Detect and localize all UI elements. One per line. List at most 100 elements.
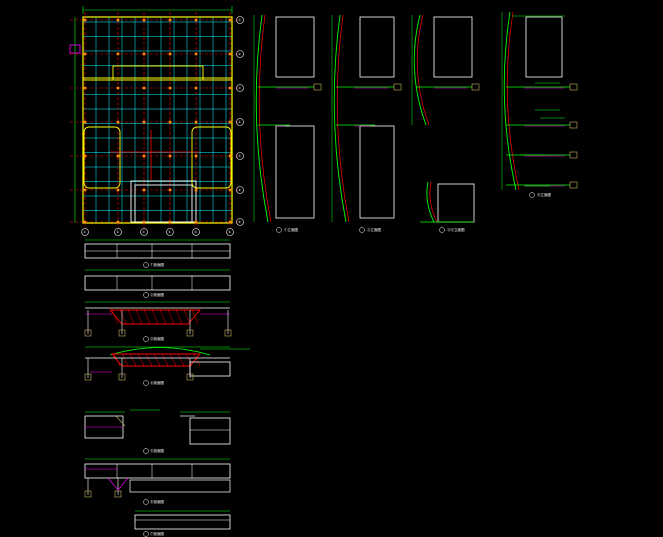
elevation-panel — [359, 16, 395, 78]
column-marker — [194, 220, 198, 224]
column-marker — [116, 154, 120, 158]
column-marker — [168, 154, 172, 158]
elevation-curved-wall — [333, 14, 347, 223]
grid-bubble-label: ⑥ — [238, 188, 241, 192]
truss-web — [159, 309, 167, 325]
section-3: ④剖面图 — [84, 346, 250, 386]
footing — [186, 329, 194, 337]
truss-web — [145, 353, 153, 367]
truss-web — [143, 309, 151, 325]
section-frame — [84, 275, 231, 291]
elevation-caption: ③④立面图 — [447, 227, 465, 232]
grid-bubble-circle — [236, 186, 244, 194]
column-marker — [194, 188, 198, 192]
column-marker — [116, 188, 120, 192]
elevation-curved-wall — [426, 181, 435, 223]
footing — [224, 329, 232, 337]
footing — [84, 373, 92, 381]
column-marker — [83, 52, 87, 56]
footing — [186, 373, 194, 381]
brace — [115, 415, 126, 427]
column-marker — [228, 86, 232, 90]
column-marker — [194, 86, 198, 90]
grid-bubble-circle — [236, 152, 244, 160]
elevation-panel — [275, 16, 315, 78]
column-marker — [142, 154, 146, 158]
caption-bubble — [276, 227, 282, 233]
brace — [107, 477, 129, 491]
grid-bubble-label: ① — [83, 230, 86, 234]
elevation-panel — [433, 16, 473, 78]
grid-bubble-label: ② — [238, 52, 241, 56]
column-marker — [142, 86, 146, 90]
elevation-curved-wall-inner — [258, 14, 272, 223]
grid-bubble-label: ④ — [168, 230, 171, 234]
caption-bubble — [439, 227, 445, 233]
elevation-curved-wall — [255, 14, 269, 223]
section-caption: ⑦剖面图 — [150, 531, 164, 536]
column-marker — [116, 220, 120, 224]
truss-web — [111, 309, 119, 325]
truss-web — [167, 309, 175, 325]
caption-bubble — [143, 292, 149, 298]
column-marker — [83, 188, 87, 192]
truss-web — [113, 353, 121, 367]
plan-cyan-grid — [83, 17, 232, 223]
column-marker — [168, 52, 172, 56]
column-marker — [142, 120, 146, 124]
column-marker — [168, 86, 172, 90]
truss-web — [127, 309, 135, 325]
caption-bubble — [143, 262, 149, 268]
grid-bubble-label: ⑥ — [228, 230, 231, 234]
caption-bubble — [143, 448, 149, 454]
elevation-caption: ②立面图 — [367, 227, 381, 232]
grid-bubble-label: ⑤ — [194, 230, 197, 234]
column-marker — [228, 154, 232, 158]
roof-arc — [109, 347, 211, 356]
column-marker — [168, 188, 172, 192]
elevation-support-block — [393, 83, 402, 91]
grid-bubble-circle — [236, 16, 244, 24]
plan-center-crosshair — [110, 130, 200, 180]
grid-bubble-label: ④ — [238, 120, 241, 124]
section-5: ⑥剖面图 — [84, 458, 231, 505]
elevation-support-block — [569, 83, 578, 91]
grid-bubble-circle — [226, 228, 234, 236]
plan-outer-boundary — [82, 16, 233, 224]
section-6: ⑦剖面图 — [134, 510, 231, 537]
footing — [114, 490, 122, 498]
column-marker — [142, 220, 146, 224]
caption-bubble — [143, 336, 149, 342]
column-marker — [83, 18, 87, 22]
truss-web — [151, 309, 159, 325]
elevation-curved-wall — [413, 14, 427, 126]
column-marker — [228, 18, 232, 22]
column-marker — [228, 220, 232, 224]
elevation-0: ①立面图 — [253, 14, 322, 233]
section-caption: ⑤剖面图 — [150, 448, 164, 453]
grid-bubble-circle — [236, 84, 244, 92]
truss-web — [193, 353, 201, 367]
column-marker — [116, 86, 120, 90]
grid-bubble-label: ② — [116, 230, 119, 234]
footing — [118, 329, 126, 337]
elevation-panel — [359, 125, 395, 219]
truss-web — [119, 309, 127, 325]
grid-bubble-circle — [236, 118, 244, 126]
plan-columns — [83, 18, 232, 224]
box — [129, 479, 231, 493]
elevation-curved-wall-inner — [506, 11, 520, 191]
grid-bubble-label: ③ — [238, 86, 241, 90]
truss-web — [175, 309, 183, 325]
grid-bubble-circle — [236, 218, 244, 226]
footing — [84, 490, 92, 498]
column-marker — [142, 188, 146, 192]
elevation-curved-wall-inner — [429, 181, 438, 223]
section-0: ①剖面图 — [84, 239, 231, 268]
section-1: ②剖面图 — [84, 269, 231, 298]
